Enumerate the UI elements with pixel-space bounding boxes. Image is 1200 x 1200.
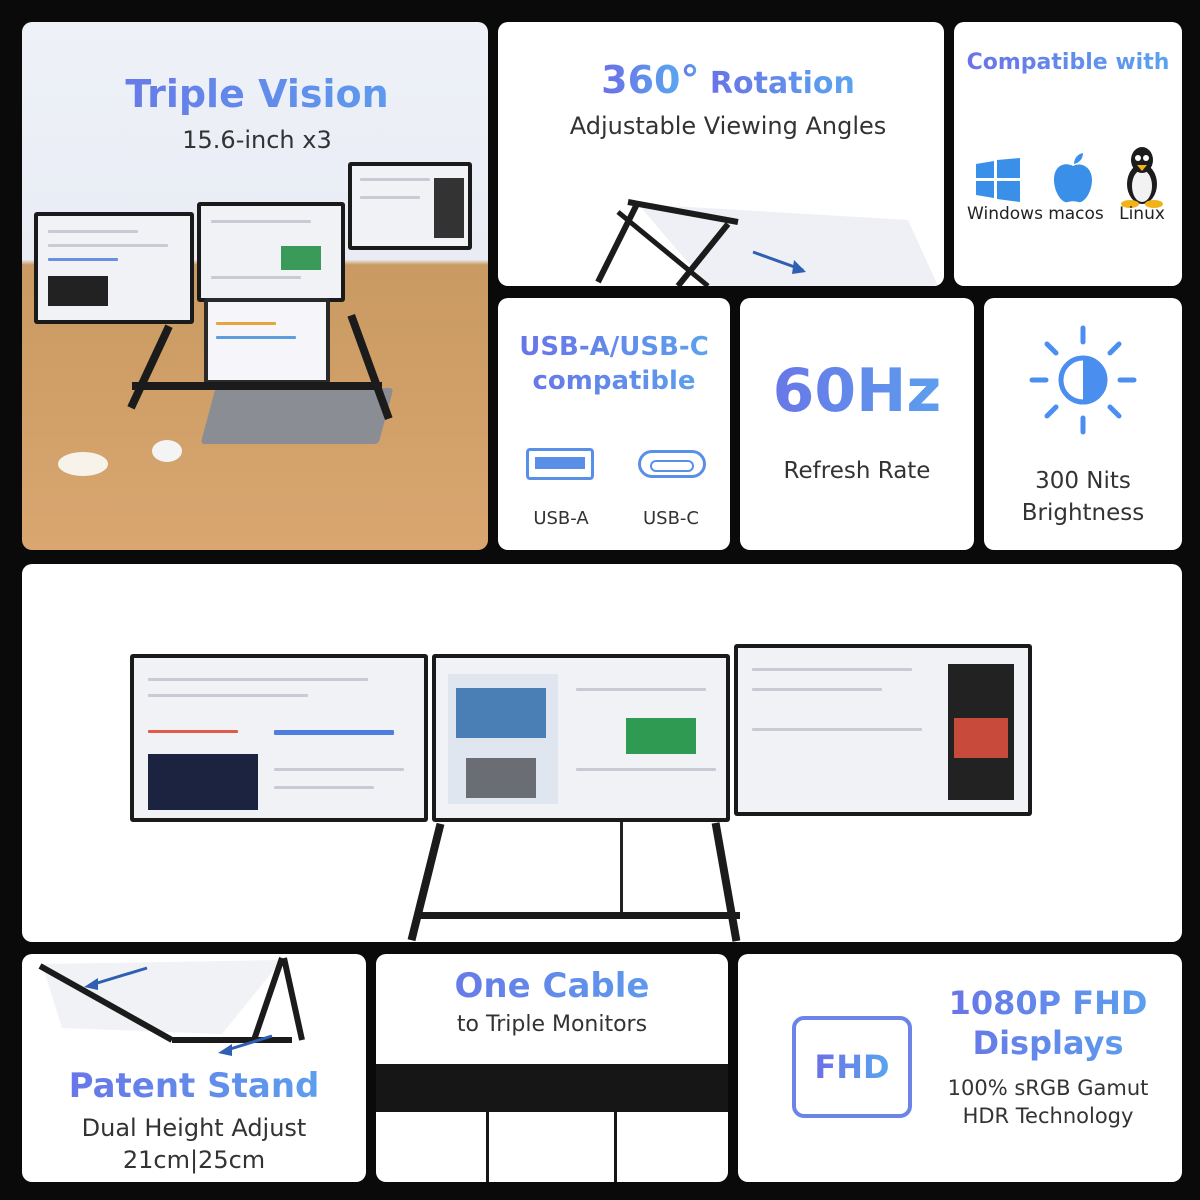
rotation-card: 360° Rotation Adjustable Viewing Angles [498, 22, 944, 286]
mouse-image [152, 440, 182, 462]
rotation-stand-illustration [595, 199, 938, 286]
patent-stand-line1: Dual Height Adjust [81, 1114, 307, 1142]
usb-card: USB-A/USB-C compatible USB-A USB-C [498, 298, 730, 550]
usb-a-label: USB-A [533, 508, 589, 529]
triple-monitor-showcase [22, 564, 1182, 942]
cable-line [486, 1112, 489, 1182]
compatible-title: Compatible with [954, 50, 1182, 75]
stand-leg-left [127, 324, 173, 410]
showcase-cable [620, 822, 623, 912]
coffee-cup-image [58, 452, 108, 476]
linux-icon [1118, 146, 1166, 208]
cable-line-2 [614, 1112, 617, 1182]
cable-monitor-bezel [376, 1064, 728, 1112]
brightness-card: 300 Nits Brightness [984, 298, 1182, 550]
showcase-monitor-left [130, 654, 428, 822]
patent-stand-line2: 21cm|25cm [122, 1146, 266, 1174]
one-cable-subtitle: to Triple Monitors [456, 1012, 648, 1037]
showcase-monitor-center [432, 654, 730, 822]
laptop-base-image [200, 388, 394, 444]
usb-c-label: USB-C [642, 508, 699, 529]
fhd-badge-text: FHD [814, 1048, 890, 1086]
showcase-stand-left-leg [407, 822, 445, 942]
refresh-label: Refresh Rate [783, 458, 931, 484]
usb-c-icon [638, 450, 706, 478]
fhd-gamut: 100% sRGB Gamut [947, 1076, 1149, 1100]
patent-stand-card: Patent Stand Dual Height Adjust 21cm|25c… [22, 954, 366, 1182]
rotation-title-word: Rotation [699, 66, 855, 101]
monitor-right-image [348, 162, 472, 250]
os-label-macos: macos [1048, 204, 1104, 224]
fhd-hdr: HDR Technology [962, 1104, 1134, 1128]
fhd-badge: FHD [792, 1016, 912, 1118]
apple-icon [1050, 152, 1096, 204]
usb-a-icon [526, 448, 594, 480]
brightness-value: 300 Nits [1035, 468, 1131, 494]
monitor-center-image [197, 202, 345, 302]
rotation-subtitle: Adjustable Viewing Angles [569, 112, 887, 140]
fhd-card: FHD 1080P FHD Displays 100% sRGB Gamut H… [738, 954, 1182, 1182]
monitor-left-image [34, 212, 194, 324]
compatible-card: Compatible with Windows macos Linux [954, 22, 1182, 286]
os-label-windows: Windows [967, 204, 1043, 224]
laptop-image [204, 298, 330, 384]
showcase-monitor-right [734, 644, 1032, 816]
patent-stand-illustration [38, 957, 305, 1056]
stand-base [132, 382, 382, 390]
showcase-stand-bar [420, 912, 740, 919]
brightness-label: Brightness [1021, 500, 1145, 526]
rotation-title-number: 360 [601, 58, 681, 102]
windows-icon [976, 158, 1020, 202]
refresh-value: 60Hz [740, 356, 974, 426]
one-cable-title: One Cable [376, 966, 728, 1006]
os-label-linux: Linux [1119, 204, 1165, 224]
triple-vision-title: Triple Vision [22, 72, 488, 116]
triple-vision-subtitle: 15.6-inch x3 [182, 126, 332, 154]
brightness-icon [1029, 325, 1137, 435]
usb-title-line1: USB-A/USB-C [498, 332, 730, 362]
showcase-stand-right-leg [711, 822, 741, 942]
triple-vision-card: Triple Vision 15.6-inch x3 [22, 22, 488, 550]
usb-title-line2: compatible [498, 366, 730, 396]
fhd-title-line1: 1080P FHD [918, 984, 1178, 1022]
refresh-card: 60Hz Refresh Rate [740, 298, 974, 550]
one-cable-card: One Cable to Triple Monitors [376, 954, 728, 1182]
rotation-degree: ° [680, 58, 700, 102]
patent-stand-title: Patent Stand [22, 1066, 366, 1106]
fhd-title-line2: Displays [918, 1024, 1178, 1062]
